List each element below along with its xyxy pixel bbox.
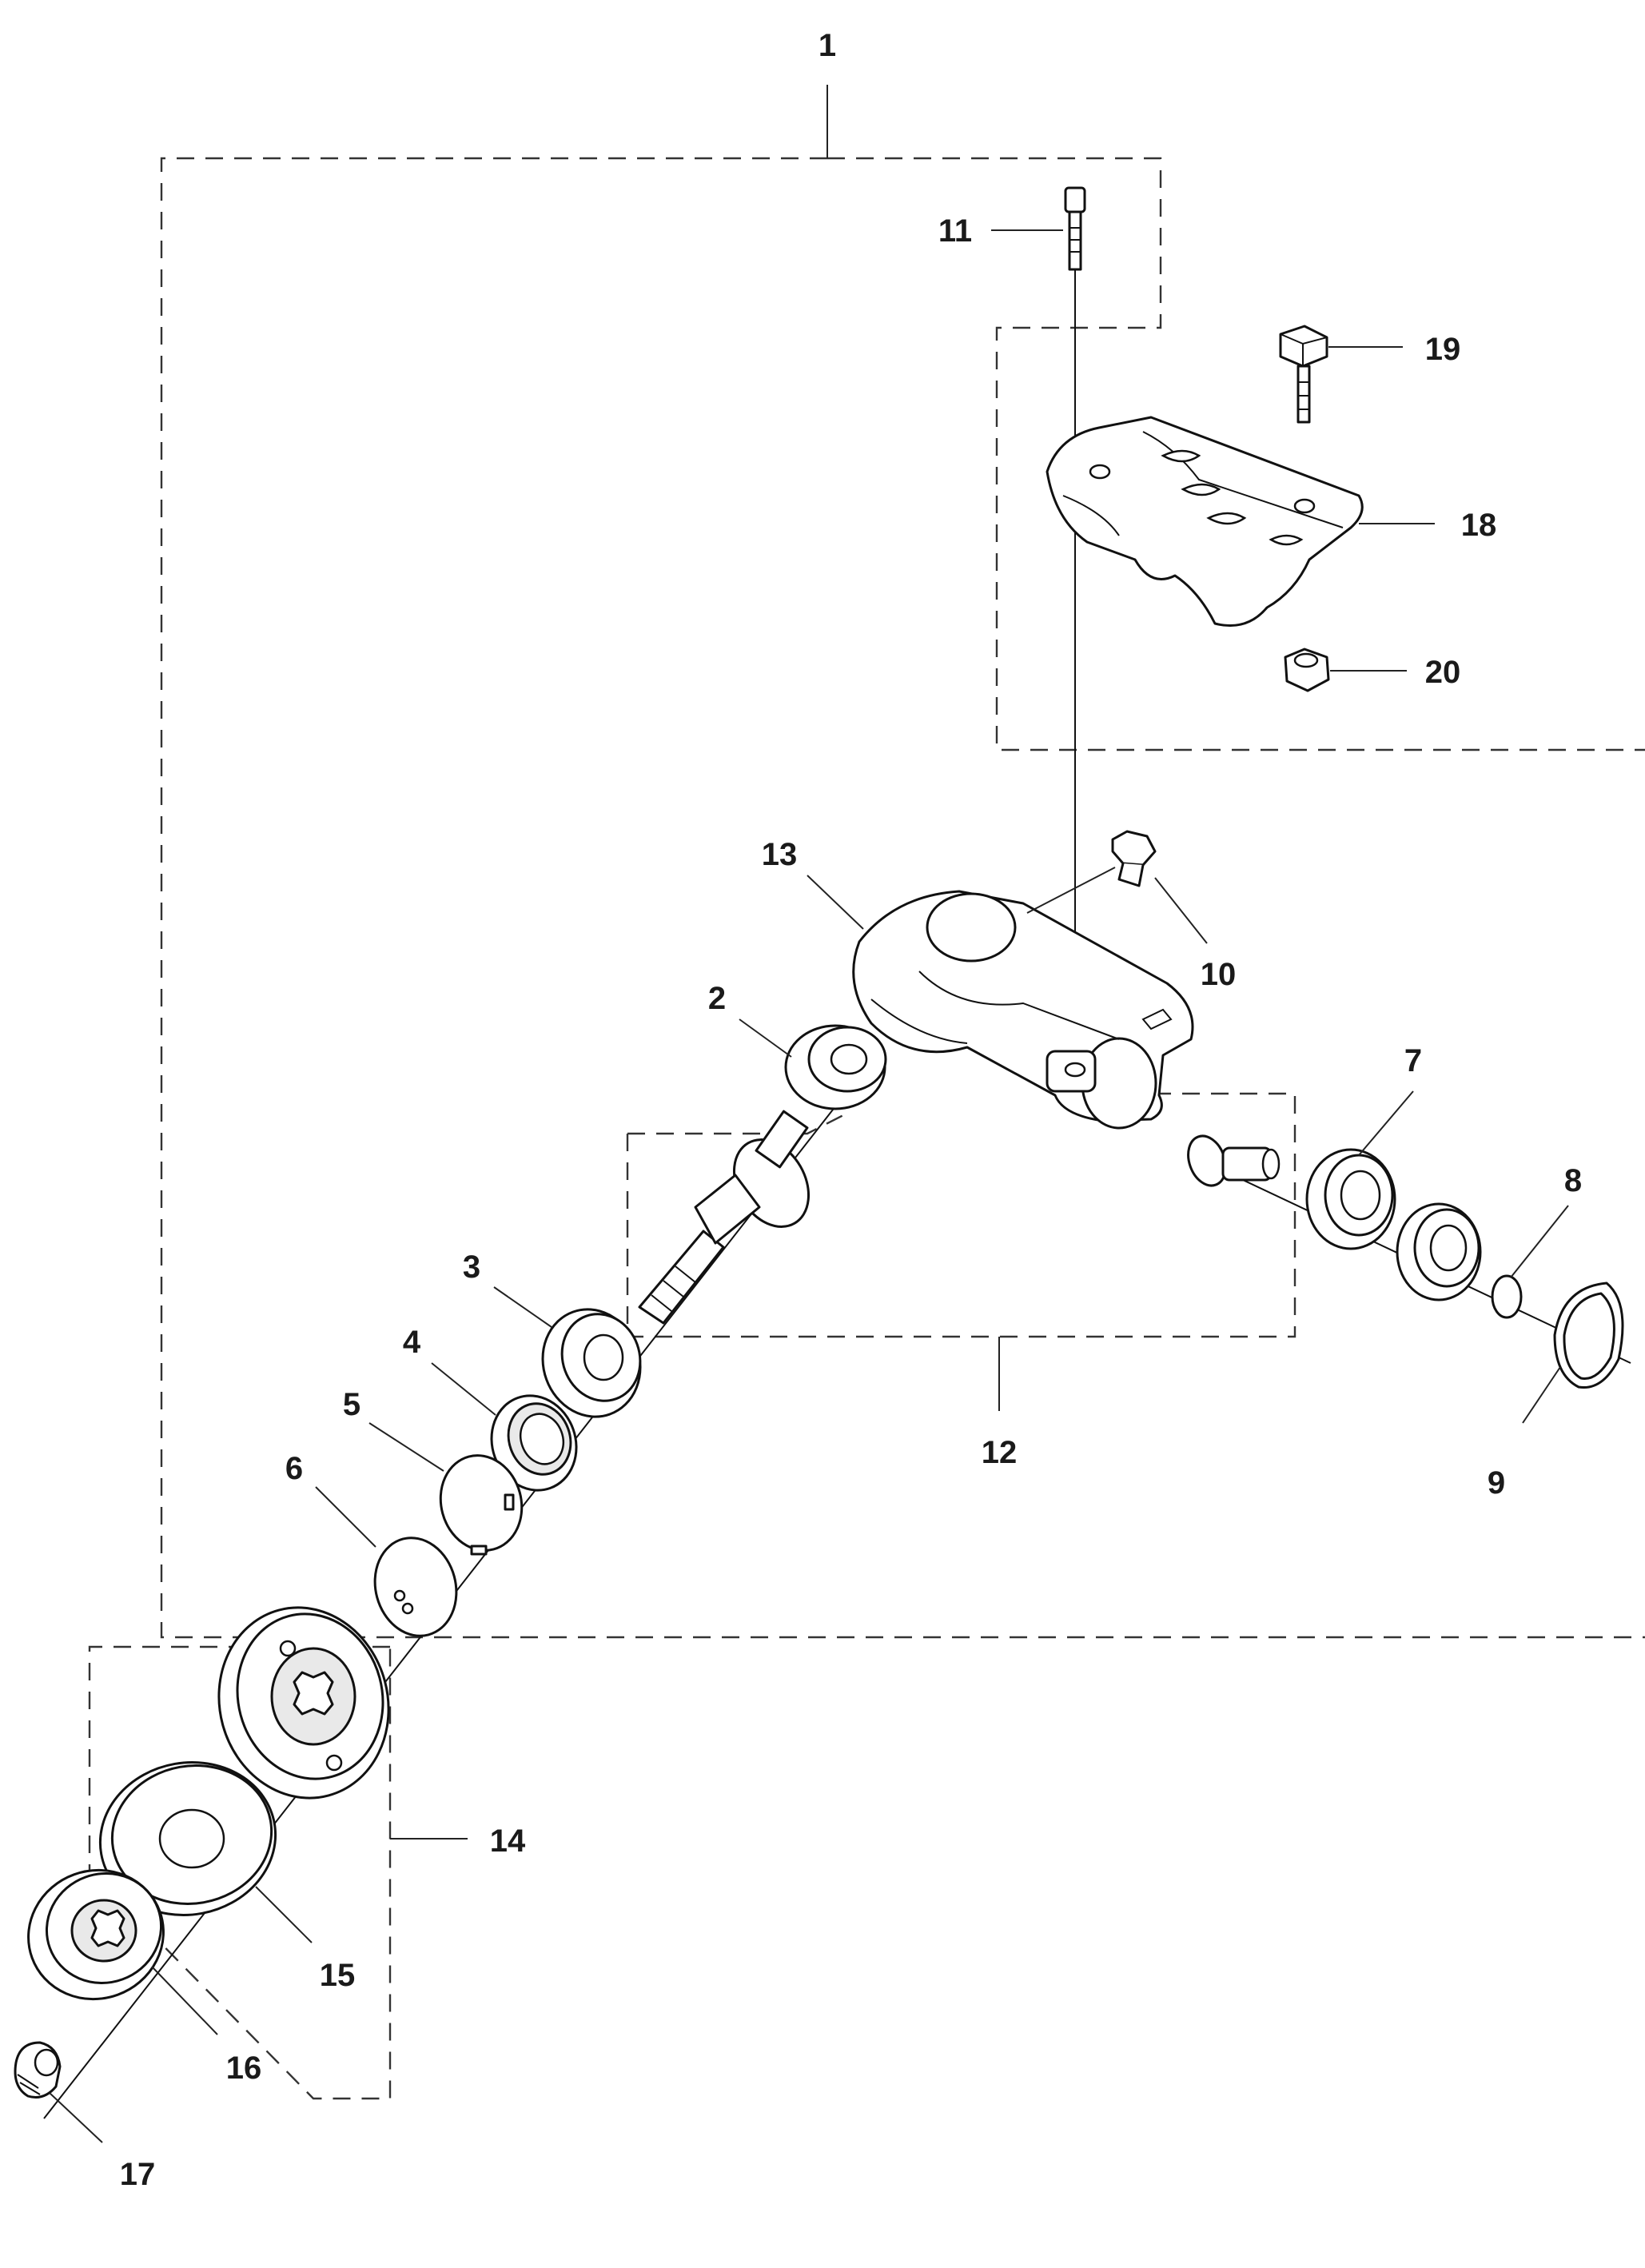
leader-10: [1154, 877, 1208, 944]
assembly-12-top-left: [627, 1114, 844, 1135]
nut-20-icon: [1284, 648, 1330, 692]
leader-15: [255, 1886, 313, 1943]
leader-2: [739, 1018, 792, 1058]
assembly-1-outline: [160, 157, 1645, 1639]
leader-3: [493, 1286, 552, 1328]
leader-9: [1522, 1366, 1561, 1424]
circlip-9-icon: [1553, 1281, 1624, 1389]
callout-18: 18: [1461, 508, 1497, 543]
leader-6: [315, 1486, 376, 1548]
callout-16: 16: [226, 2051, 262, 2086]
callout-14: 14: [490, 1824, 526, 1859]
bearing-2-icon: [784, 1024, 887, 1110]
leader-13b: [1026, 867, 1116, 914]
pinion-gear-icon: [1187, 1134, 1281, 1187]
group-outlines: [88, 157, 1645, 2100]
bearing-3-icon: [541, 1308, 642, 1418]
ring-8-icon: [1491, 1274, 1523, 1319]
callout-17: 17: [120, 2157, 156, 2192]
callout-15: 15: [320, 1958, 356, 1993]
washer-5-icon: [439, 1454, 524, 1556]
washer-16-icon: [27, 1868, 165, 2001]
screw-19-icon: [1279, 325, 1328, 424]
seal-4-icon: [490, 1394, 578, 1492]
callout-13: 13: [762, 837, 798, 872]
callout-20: 20: [1425, 655, 1461, 690]
leader-lines: [49, 85, 1569, 2143]
leader-7: [1358, 1090, 1414, 1156]
circlip-6-icon: [373, 1537, 458, 1637]
guard-18-icon: [1046, 416, 1364, 627]
leader-4: [431, 1362, 496, 1416]
nut-17-icon: [14, 2041, 62, 2099]
leader-16: [151, 1966, 218, 2035]
callout-11: 11: [938, 213, 972, 249]
callout-1: 1: [819, 28, 836, 63]
support-cup-15-icon: [98, 1761, 277, 1916]
callout-5: 5: [343, 1387, 360, 1422]
bearing-right-icon: [1396, 1202, 1482, 1301]
callout-3: 3: [463, 1250, 480, 1285]
leader-5: [368, 1422, 444, 1472]
callout-7: 7: [1404, 1043, 1422, 1078]
gear-shaft-12-icon: [638, 1110, 811, 1325]
leader-8: [1510, 1205, 1569, 1278]
leader-13: [807, 875, 864, 930]
callout-19: 19: [1425, 332, 1461, 367]
callout-12: 12: [982, 1435, 1018, 1470]
plug-10-icon: [1111, 830, 1157, 887]
assembly-14-outline: [88, 1645, 392, 2100]
bearing-7-icon: [1305, 1148, 1396, 1250]
callout-6: 6: [285, 1451, 303, 1486]
leader-17: [49, 2092, 103, 2143]
callout-2: 2: [708, 981, 726, 1016]
bolt-11-icon: [1064, 186, 1086, 271]
callout-9: 9: [1488, 1465, 1505, 1501]
assembly-12-outline: [626, 1092, 1296, 1338]
gear-housing-13-icon: [852, 890, 1194, 1130]
callout-10: 10: [1201, 957, 1237, 992]
callout-8: 8: [1564, 1163, 1582, 1198]
assembly-1-top-right: [827, 157, 1645, 751]
drive-disc-14-icon: [217, 1606, 390, 1800]
callout-labels: 1 2 3 4 5 6 7 8 9 10 11 12 13 14 15 16 1…: [120, 28, 1582, 2192]
callout-4: 4: [403, 1325, 421, 1360]
